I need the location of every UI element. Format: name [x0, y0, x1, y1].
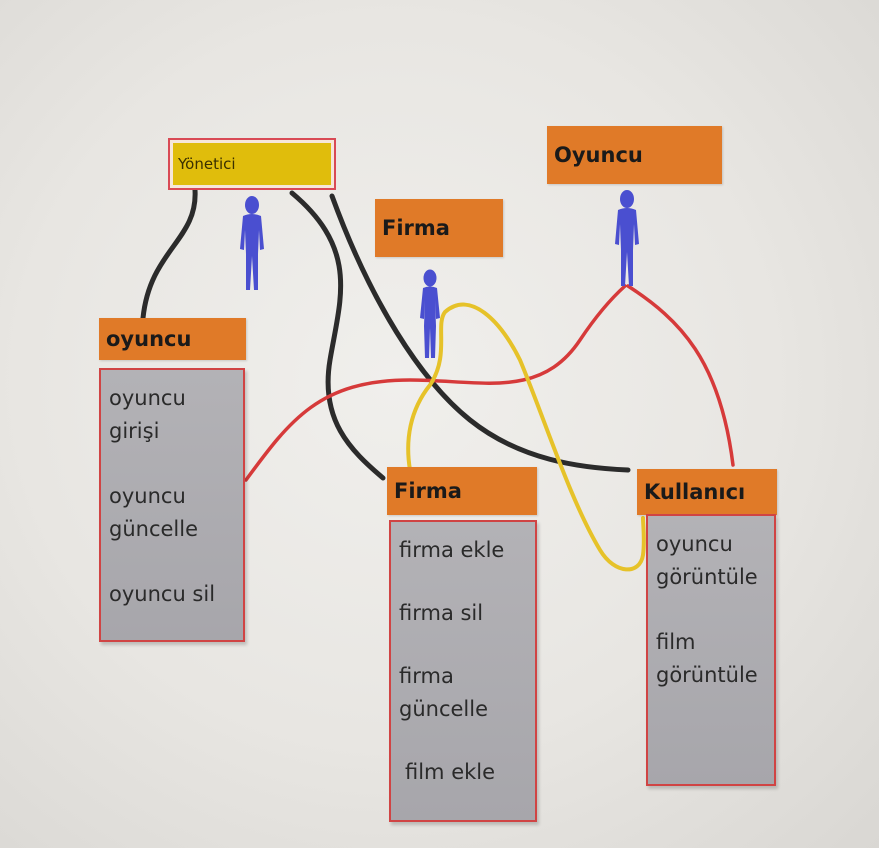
- list-item[interactable]: film ekle: [405, 760, 496, 784]
- actor-firma-label: Firma: [375, 199, 503, 257]
- list-item[interactable]: oyuncu güncelle: [109, 484, 199, 541]
- actor-oyuncu-label: Oyuncu: [547, 126, 722, 184]
- module-firma-header: Firma: [387, 467, 537, 515]
- connector-oyuncu-actor-kullanici: [626, 284, 735, 467]
- list-item[interactable]: firma ekle: [399, 538, 505, 562]
- module-oyuncu-list: oyuncu girişi oyuncu güncelle oyuncu sil: [99, 368, 245, 642]
- list-item[interactable]: oyuncu girişi: [109, 386, 186, 443]
- list-item[interactable]: firma sil: [399, 601, 484, 625]
- list-item[interactable]: firma güncelle: [399, 664, 489, 721]
- module-kullanici-list: oyuncu görüntüle film görüntüle: [646, 514, 776, 786]
- list-item[interactable]: oyuncu sil: [109, 582, 216, 606]
- list-item[interactable]: oyuncu görüntüle: [656, 532, 758, 589]
- connector-yonetici-firma: [289, 190, 386, 481]
- module-firma-list: firma ekle firma sil firma güncelle film…: [389, 520, 537, 822]
- module-oyuncu-header: oyuncu: [99, 318, 246, 360]
- person-figure-icon: [615, 190, 639, 286]
- person-figure-icon: [240, 196, 264, 290]
- person-figure-icon: [420, 269, 440, 358]
- connector-yonetici-oyuncu: [140, 187, 198, 321]
- actor-yonetici-box: Yönetici: [168, 138, 336, 190]
- actor-yonetici-label: Yönetici: [173, 143, 331, 185]
- list-item[interactable]: film görüntüle: [656, 630, 758, 687]
- module-kullanici-header: Kullanıcı: [637, 469, 777, 515]
